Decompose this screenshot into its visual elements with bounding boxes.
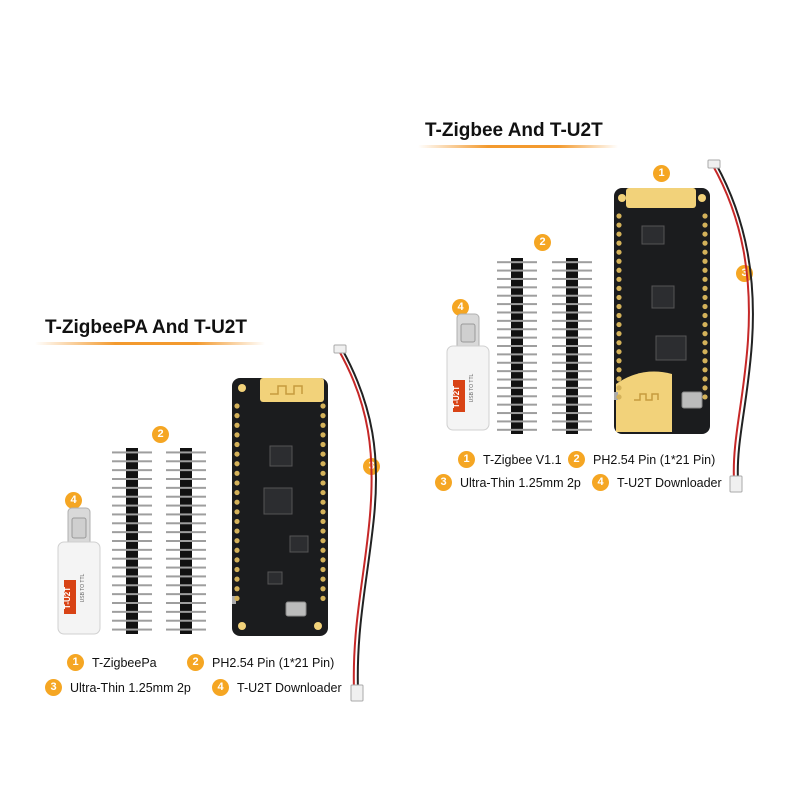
legend-badge: 4 xyxy=(592,474,609,491)
u2t-downloader-image: T-U2T USB TO TTL xyxy=(446,313,490,431)
cable-image xyxy=(333,344,378,702)
pin-header-image xyxy=(166,448,206,634)
legend-item: 3 Ultra-Thin 1.25mm 2p xyxy=(45,679,191,696)
u2t-downloader-image: T-U2T USB TO TTL xyxy=(57,507,101,635)
kit-zigbee-title-underline xyxy=(418,145,618,148)
legend-badge: 2 xyxy=(187,654,204,671)
legend-badge: 3 xyxy=(435,474,452,491)
legend-item: 3 Ultra-Thin 1.25mm 2p xyxy=(435,474,581,491)
pin-header-image xyxy=(497,258,537,434)
legend-badge: 1 xyxy=(458,451,475,468)
legend-label: T-U2T Downloader xyxy=(617,475,722,490)
u2t-text: USB TO TTL xyxy=(80,573,86,602)
legend-item: 2 PH2.54 Pin (1*21 Pin) xyxy=(568,451,715,468)
cable-image xyxy=(707,159,754,493)
u2t-logo: T-U2T xyxy=(63,587,72,609)
t-zigbeepa-board-image xyxy=(232,378,328,636)
kit-zigbee-pa-title-underline xyxy=(35,342,265,345)
legend-badge: 4 xyxy=(212,679,229,696)
kit-zigbee-title: T-Zigbee And T-U2T xyxy=(425,120,603,141)
legend-label: T-ZigbeePa xyxy=(92,655,157,670)
legend-badge: 3 xyxy=(45,679,62,696)
legend-label: T-U2T Downloader xyxy=(237,680,342,695)
callout-3: 3 xyxy=(736,265,753,282)
callout-1: 1 xyxy=(653,165,670,182)
legend-label: Ultra-Thin 1.25mm 2p xyxy=(460,475,581,490)
pin-header-image xyxy=(112,448,152,634)
legend-label: PH2.54 Pin (1*21 Pin) xyxy=(212,655,335,670)
u2t-text: USB TO TTL xyxy=(469,373,475,402)
u2t-logo: T-U2T xyxy=(452,386,461,408)
callout-4: 4 xyxy=(65,492,82,509)
legend-item: 4 T-U2T Downloader xyxy=(212,679,342,696)
t-zigbee-board-image xyxy=(614,188,710,434)
callout-2: 2 xyxy=(534,234,551,251)
legend-label: PH2.54 Pin (1*21 Pin) xyxy=(593,452,716,467)
legend-item: 4 T-U2T Downloader xyxy=(592,474,722,491)
legend-badge: 1 xyxy=(67,654,84,671)
legend-badge: 2 xyxy=(568,451,585,468)
legend-label: Ultra-Thin 1.25mm 2p xyxy=(70,680,191,695)
pin-header-image xyxy=(552,258,592,434)
legend-item: 1 T-Zigbee V1.1 xyxy=(458,451,562,468)
legend-item: 2 PH2.54 Pin (1*21 Pin) xyxy=(187,654,334,671)
callout-2: 2 xyxy=(152,426,169,443)
callout-4: 4 xyxy=(452,299,469,316)
kit-zigbee-pa-title: T-ZigbeePA And T-U2T xyxy=(45,317,247,338)
legend-label: T-Zigbee V1.1 xyxy=(483,452,562,467)
legend-item: 1 T-ZigbeePa xyxy=(67,654,157,671)
